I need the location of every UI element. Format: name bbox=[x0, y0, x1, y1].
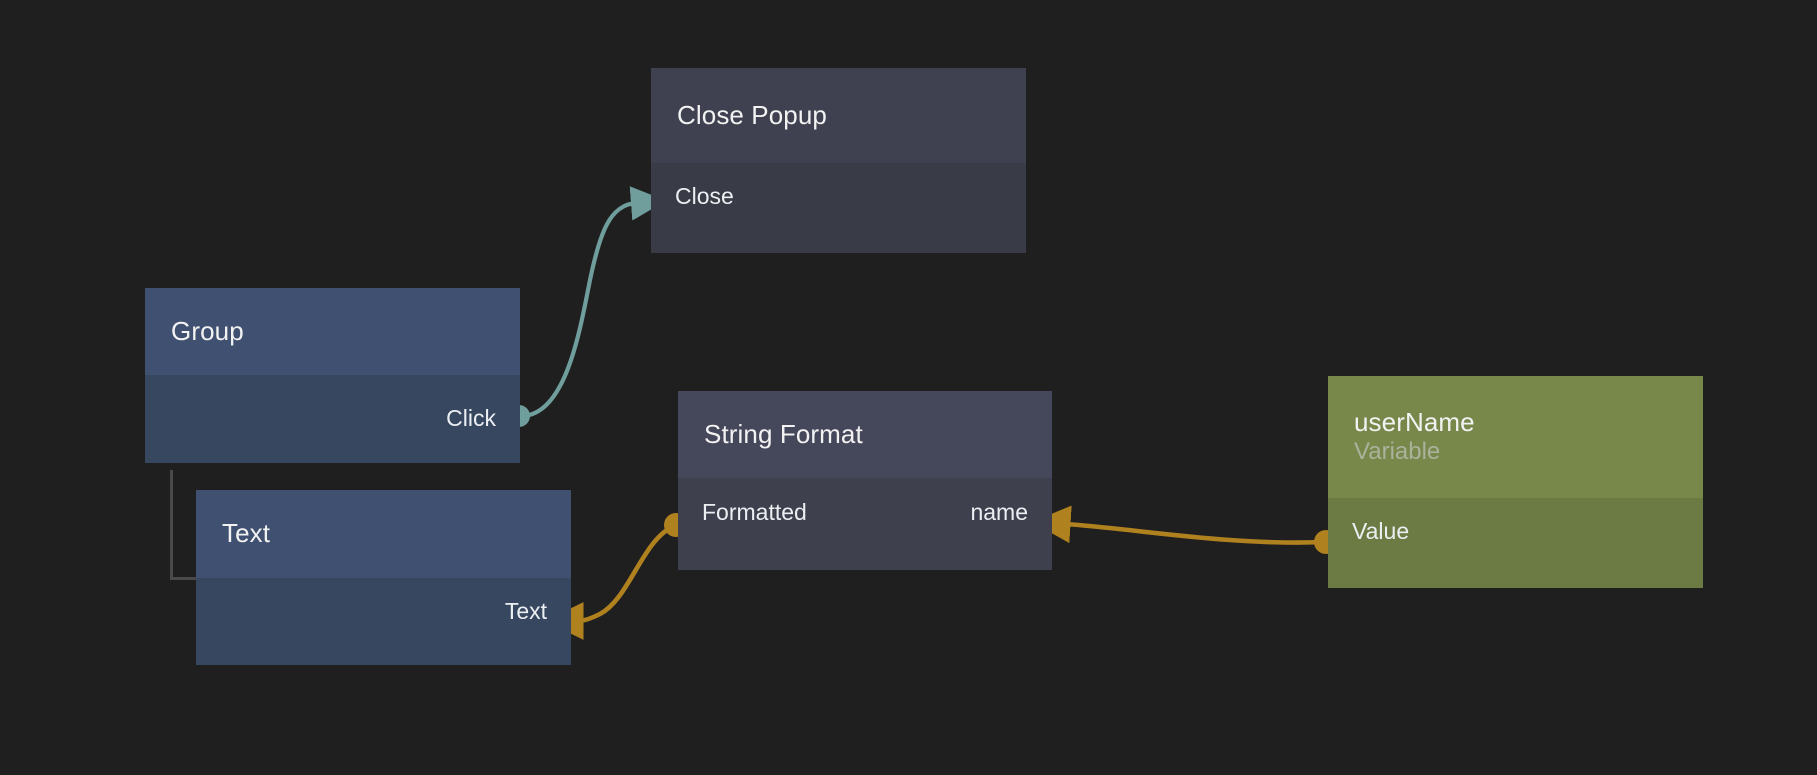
port-label-value: Value bbox=[1352, 517, 1410, 544]
node-string-format-title: String Format bbox=[704, 418, 863, 449]
port-close-popup-close[interactable]: Close bbox=[651, 181, 1026, 211]
edge-value-to-name bbox=[1031, 505, 1338, 554]
node-group-title: Group bbox=[171, 315, 244, 346]
port-string-format-row[interactable]: Formatted name bbox=[678, 497, 1052, 527]
port-label-click: Click bbox=[446, 404, 496, 431]
node-text-header[interactable]: Text bbox=[196, 490, 571, 578]
edge-formatted-to-text bbox=[544, 513, 688, 640]
port-label-formatted: Formatted bbox=[702, 498, 807, 525]
port-label-name: name bbox=[970, 498, 1028, 525]
node-string-format-header[interactable]: String Format bbox=[678, 391, 1052, 478]
node-username-header[interactable]: userName Variable bbox=[1328, 376, 1703, 498]
port-group-click[interactable]: Click bbox=[145, 403, 520, 433]
node-text[interactable]: Text Text bbox=[196, 490, 571, 665]
port-label-text: Text bbox=[504, 597, 547, 624]
node-group-header[interactable]: Group bbox=[145, 288, 520, 375]
node-close-popup-body: Close bbox=[651, 163, 1026, 253]
node-text-title: Text bbox=[222, 518, 271, 549]
port-username-value[interactable]: Value bbox=[1328, 516, 1703, 546]
port-label-close: Close bbox=[675, 182, 734, 209]
node-close-popup[interactable]: Close Popup Close bbox=[651, 68, 1026, 253]
node-text-body: Text bbox=[196, 578, 571, 665]
node-string-format[interactable]: String Format Formatted name bbox=[678, 391, 1052, 570]
port-text-text[interactable]: Text bbox=[196, 596, 571, 626]
node-username-title: userName bbox=[1354, 407, 1475, 438]
node-username-subtitle: Variable bbox=[1354, 438, 1441, 466]
node-username-body: Value bbox=[1328, 498, 1703, 588]
edge-click-to-close bbox=[508, 186, 667, 427]
node-group[interactable]: Group Click bbox=[145, 288, 520, 463]
node-username[interactable]: userName Variable Value bbox=[1328, 376, 1703, 588]
node-close-popup-header[interactable]: Close Popup bbox=[651, 68, 1026, 163]
node-group-body: Click bbox=[145, 375, 520, 463]
hierarchy-bracket bbox=[170, 470, 196, 580]
node-string-format-body: Formatted name bbox=[678, 478, 1052, 570]
node-close-popup-title: Close Popup bbox=[677, 99, 827, 130]
